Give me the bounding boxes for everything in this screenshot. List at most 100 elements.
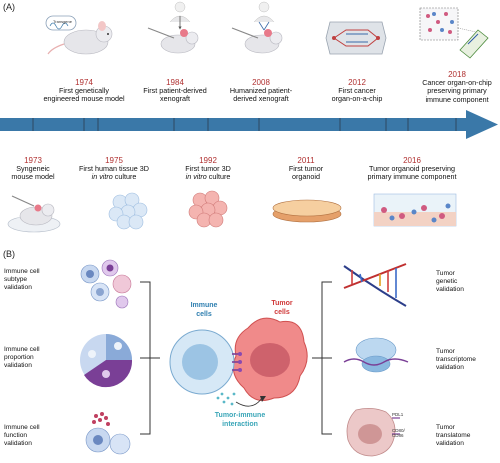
event-desc-line: Tumor organoid preserving xyxy=(368,164,456,173)
transgene-label: Transgene xyxy=(53,19,73,24)
label-line: validation xyxy=(436,440,464,447)
label-line: proportion xyxy=(4,354,34,361)
panel-b-label: (B) xyxy=(3,249,15,259)
event-year: 1984 xyxy=(166,78,184,87)
event-1984: 1984 First patient-derived xenograft xyxy=(130,78,220,104)
label-line: cells xyxy=(274,308,290,316)
event-1975: 1975 First human tissue 3D in vitro cult… xyxy=(66,156,162,182)
panel-a-label: (A) xyxy=(3,2,15,12)
event-desc-line: First tumor xyxy=(288,164,324,173)
interaction-label: Tumor-immune interaction xyxy=(200,412,280,429)
italic-text: in vitro xyxy=(185,172,207,182)
event-desc-line: engineered mouse model xyxy=(43,94,125,104)
event-year: 1974 xyxy=(75,78,93,87)
event-desc-line: xenograft xyxy=(160,94,190,104)
event-desc-line: immune component xyxy=(425,94,489,104)
event-year: 2016 xyxy=(403,156,421,165)
event-1973: 1973 Syngeneic mouse model xyxy=(0,156,66,182)
immune-cells-label: Immune cells xyxy=(184,302,224,319)
ribosome-transcriptome-icon xyxy=(343,337,409,373)
humanized-xenograft-icon xyxy=(231,1,283,54)
label-line: Tumor xyxy=(436,270,455,277)
label-line: validation xyxy=(4,284,32,291)
right-label-genetic: Tumor genetic validation xyxy=(436,270,498,294)
event-year: 1975 xyxy=(105,156,123,165)
label-line: function xyxy=(4,432,28,439)
label-line: CD80/ xyxy=(392,428,405,433)
xenograft-icon xyxy=(147,1,199,54)
left-bracket xyxy=(140,281,160,435)
event-year: 2011 xyxy=(297,156,315,165)
event-desc-line: primary immune component xyxy=(367,172,457,182)
dna-icon xyxy=(343,263,407,307)
left-label-proportion: Immune cell proportion validation xyxy=(4,346,62,370)
label-line: Tumor xyxy=(436,424,455,431)
label-line: Tumor-immune xyxy=(214,412,266,419)
desc-text: culture xyxy=(112,172,137,182)
event-2012: 2012 First cancer organ-on-a-chip xyxy=(316,78,398,104)
label-line: translatome xyxy=(436,432,471,439)
event-year: 2018 xyxy=(448,70,466,79)
label-line: Tumor xyxy=(271,300,293,307)
italic-text: in vitro xyxy=(91,172,113,182)
event-desc-line: Humanized patient- xyxy=(229,86,293,95)
immune-subtypes-icon xyxy=(80,259,132,309)
organ-on-chip-icon xyxy=(325,21,387,55)
event-desc-line: organ-on-a-chip xyxy=(331,94,383,104)
event-desc-line: First tumor 3D xyxy=(185,164,231,173)
label-line: Tumor xyxy=(436,348,455,355)
event-desc-line: First patient-derived xyxy=(143,86,207,95)
label-line: cells xyxy=(196,310,212,318)
event-year: 2008 xyxy=(252,78,270,87)
event-2016: 2016 Tumor organoid preserving primary i… xyxy=(352,156,472,182)
event-1992: 1992 First tumor 3D in vitro culture xyxy=(168,156,248,182)
transgenic-mouse-icon: Transgene xyxy=(45,15,113,55)
label-line: Immune cell xyxy=(4,346,40,353)
label-line: validation xyxy=(4,440,32,447)
syngeneic-mouse-icon xyxy=(7,195,61,233)
cd80-cd86-label: CD80/ CD86 xyxy=(392,428,405,438)
event-2018: 2018 Cancer organ-on-chip preserving pri… xyxy=(414,70,500,104)
immune-organ-chip-icon xyxy=(419,7,489,59)
label-line: Immune cell xyxy=(4,424,40,431)
event-2011: 2011 First tumor organoid xyxy=(268,156,344,182)
event-desc-line: in vitro culture xyxy=(66,173,162,181)
event-year: 1973 xyxy=(24,156,42,165)
event-desc-line: in vitro culture xyxy=(168,173,248,181)
event-year: 2012 xyxy=(348,78,366,87)
label-line: subtype xyxy=(4,276,28,283)
organoid-dish-icon xyxy=(272,199,342,223)
right-bracket xyxy=(312,281,332,435)
event-desc-line: organoid xyxy=(292,172,320,182)
event-desc-line: First genetically xyxy=(59,86,109,95)
right-label-translatome: Tumor translatome validation xyxy=(436,424,498,448)
event-1974: 1974 First genetically engineered mouse … xyxy=(28,78,140,104)
event-desc-line: mouse model xyxy=(11,172,55,182)
label-line: genetic xyxy=(436,278,458,285)
event-2008: 2008 Humanized patient- derived xenograf… xyxy=(216,78,306,104)
proportion-pie-icon xyxy=(80,334,133,388)
tumor-cells-label: Tumor cells xyxy=(262,300,302,317)
pdl1-label: PDL1 xyxy=(392,412,404,417)
translatome-cell-icon xyxy=(346,408,400,457)
event-desc-line: Cancer organ-on-chip xyxy=(422,78,492,87)
label-line: Immune cell xyxy=(4,268,40,275)
label-line: validation xyxy=(436,364,464,371)
timeline-arrow xyxy=(0,110,498,139)
event-desc-line: derived xenograft xyxy=(233,94,289,104)
3d-culture-icon xyxy=(108,192,148,230)
label-line: Immune xyxy=(190,302,218,309)
label-line: transcriptome xyxy=(436,356,476,363)
left-label-subtype: Immune cell subtype validation xyxy=(4,268,62,292)
label-line: validation xyxy=(436,286,464,293)
event-desc-line: First cancer xyxy=(338,86,376,95)
label-line: validation xyxy=(4,362,32,369)
immune-function-icon xyxy=(85,412,131,455)
tumor-3d-culture-icon xyxy=(188,190,228,228)
left-label-function: Immune cell function validation xyxy=(4,424,62,448)
label-line: interaction xyxy=(222,420,258,428)
event-desc-line: First human tissue 3D xyxy=(79,164,149,173)
immune-organoid-icon xyxy=(373,193,457,227)
desc-text: culture xyxy=(206,172,231,182)
tumor-immune-cells xyxy=(169,317,308,407)
